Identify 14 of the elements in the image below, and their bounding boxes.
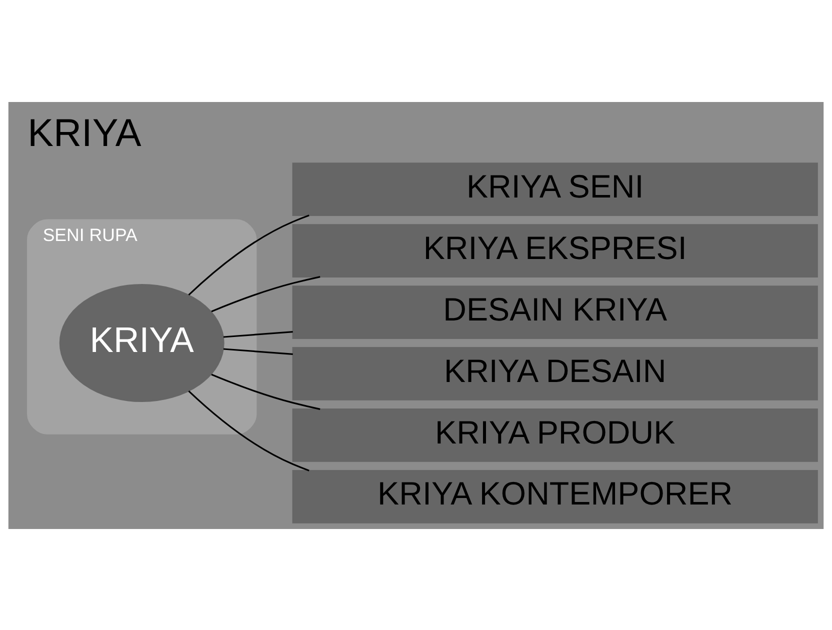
node-box: KRIYA KONTEMPORER bbox=[292, 469, 818, 523]
node-box: KRIYA DESAIN bbox=[292, 346, 818, 400]
node-box: KRIYA SENI bbox=[292, 162, 818, 216]
connector bbox=[188, 214, 310, 295]
connector bbox=[223, 330, 293, 338]
node-box: KRIYA EKSPRESI bbox=[292, 224, 818, 277]
node-ellipse: KRIYA bbox=[59, 283, 224, 402]
connector bbox=[188, 390, 310, 471]
connector bbox=[223, 348, 293, 354]
node-box: KRIYA PRODUK bbox=[292, 408, 818, 462]
node-box: DESAIN KRIYA bbox=[292, 285, 818, 338]
diagram-title: KRIYA bbox=[28, 111, 142, 154]
connector bbox=[211, 276, 320, 312]
connector bbox=[211, 373, 320, 410]
